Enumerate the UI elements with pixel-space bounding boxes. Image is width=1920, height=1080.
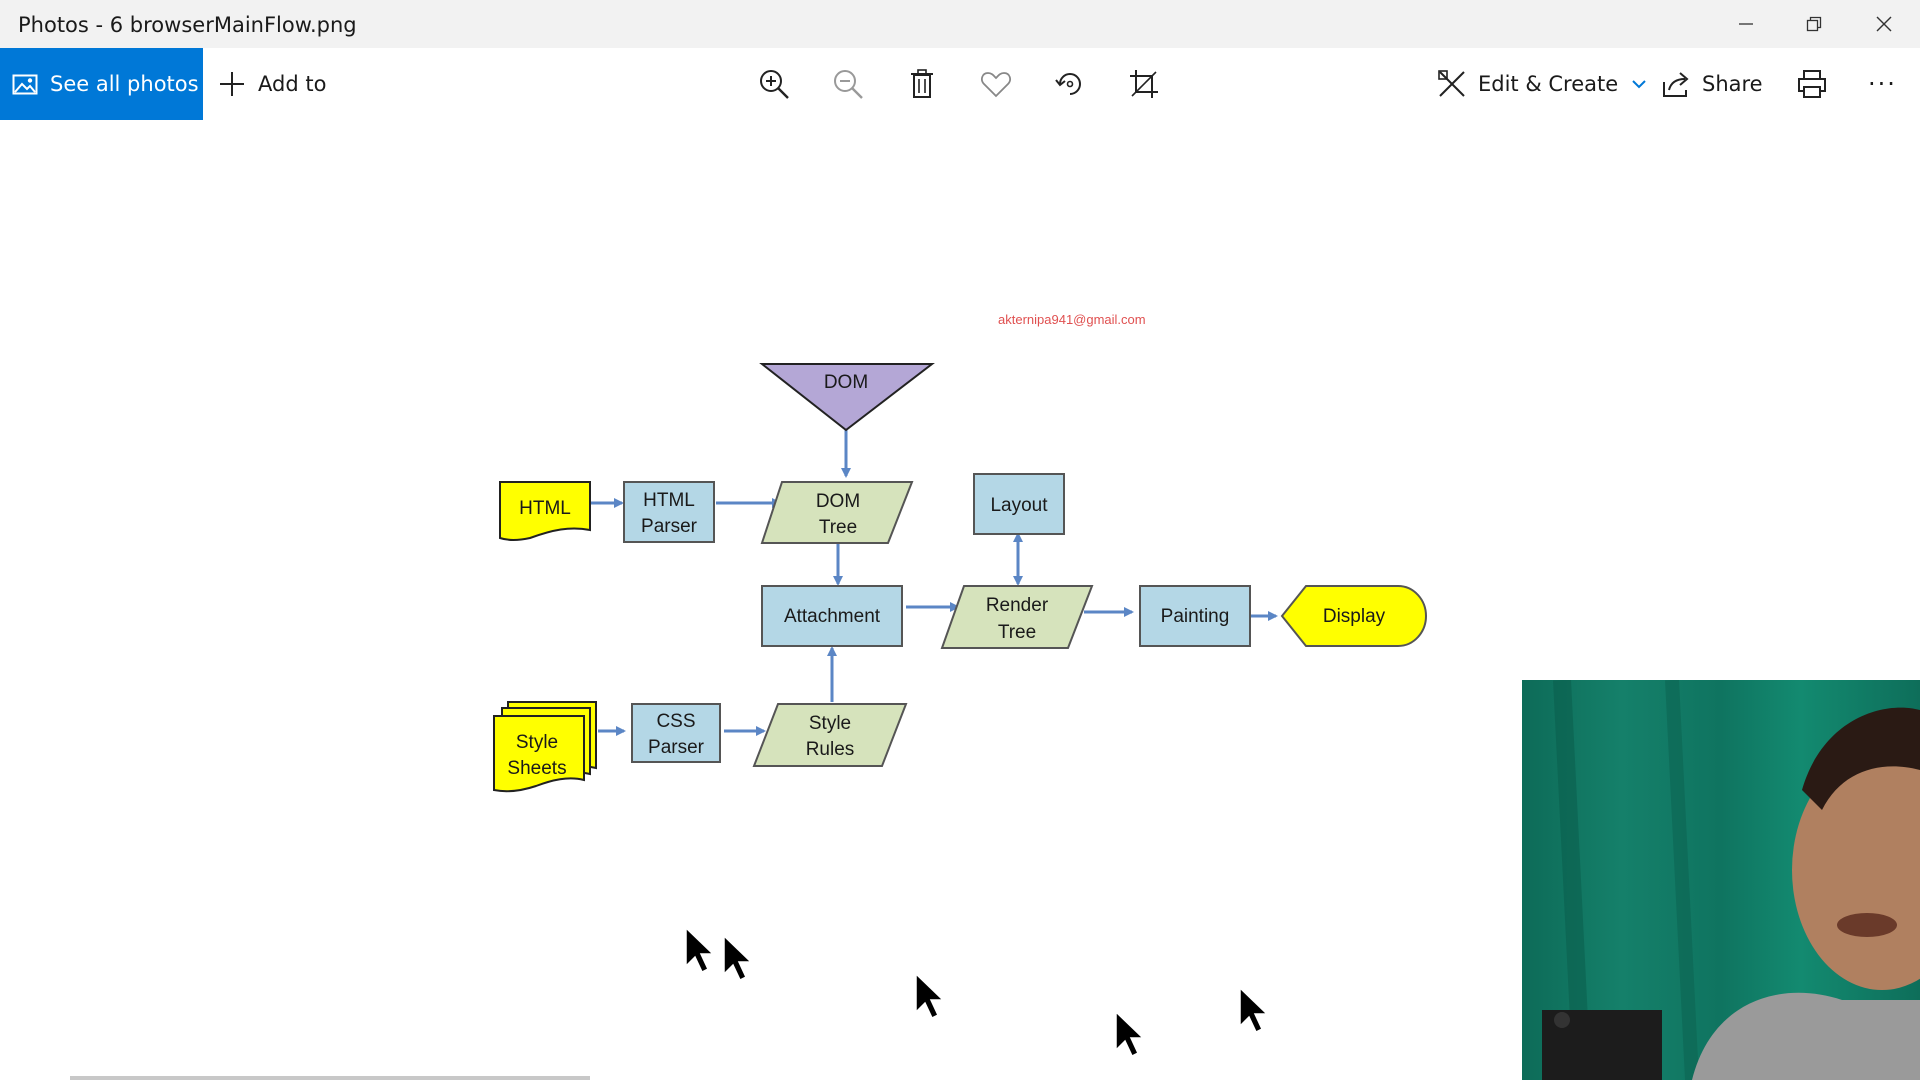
print-icon [1798,70,1826,98]
see-all-photos-button[interactable]: See all photos [0,48,203,120]
share-icon [1663,72,1689,97]
dom-tree-line1: DOM [816,491,860,512]
style-rules-line1: Style [809,713,851,734]
see-all-label: See all photos [50,72,199,96]
zoom-in-icon [760,70,789,99]
dom-tree-line2: Tree [819,517,857,538]
display-label: Display [1323,606,1386,627]
add-to-label: Add to [258,72,327,96]
cursor-icon [685,926,715,974]
chevron-down-icon [1632,80,1646,89]
style-rules-shape [752,703,908,767]
css-parser-box [631,703,721,763]
cursor-icon [723,934,753,982]
cursor-icon [1115,1010,1145,1058]
crop-icon [1130,70,1158,98]
more-label: ··· [1868,70,1897,98]
render-tree-shape [940,585,1094,649]
plus-icon [220,72,244,96]
html-label: HTML [519,498,571,519]
html-document-shape [499,481,591,541]
cursor-icon [915,972,945,1020]
minimize-button[interactable] [1712,0,1780,48]
edit-create-label: Edit & Create [1478,72,1619,96]
minimize-icon [1739,23,1753,25]
share-label: Share [1702,72,1763,96]
html-parser-line1: HTML [643,490,695,511]
mouse-cursors [685,926,1269,1058]
add-to-button[interactable]: Add to [218,48,326,120]
favorite-button[interactable] [974,62,1018,106]
restore-icon [1806,16,1822,32]
style-rules-line2: Rules [806,739,855,760]
display-shape [1280,585,1428,647]
cursor-icon [1239,986,1269,1034]
edit-create-icon-wrap[interactable] [1430,62,1474,106]
attachment-label: Attachment [784,606,881,627]
delete-icon [911,69,933,98]
presenter-image [1542,680,1920,1080]
edit-create-button[interactable]: Edit & Create [1478,48,1646,120]
dom-shape [759,363,935,432]
render-tree-line2: Tree [998,622,1036,643]
print-button[interactable] [1790,62,1834,106]
dom-tree-shape [760,481,914,544]
style-sheets-line2: Sheets [507,758,566,779]
css-parser-line2: Parser [648,737,705,758]
close-button[interactable] [1850,0,1918,48]
layout-box [973,473,1065,535]
delete-button[interactable] [900,62,944,106]
painting-box [1139,585,1251,647]
rotate-icon [1055,73,1081,95]
zoom-out-icon [834,70,863,99]
webcam-overlay [1522,680,1920,1080]
attachment-box [761,585,903,647]
diagram-arrows [590,430,1278,736]
share-icon-wrap[interactable] [1654,62,1698,106]
painting-label: Painting [1161,606,1230,627]
photos-icon [12,74,38,95]
restore-button[interactable] [1780,0,1848,48]
layout-label: Layout [990,495,1048,516]
rotate-button[interactable] [1048,62,1092,106]
style-sheets-shape [493,701,597,793]
favorite-icon [981,72,1011,98]
crop-button[interactable] [1122,62,1166,106]
window-title: Photos - 6 browserMainFlow.png [18,13,357,37]
css-parser-line1: CSS [656,711,695,732]
edit-create-icon [1438,70,1465,97]
title-bar: Photos - 6 browserMainFlow.png [0,0,1920,48]
zoom-in-button[interactable] [752,62,796,106]
toolbar: See all photos Add to [0,48,1920,120]
zoom-out-button[interactable] [826,62,870,106]
html-parser-line2: Parser [641,516,698,537]
style-sheets-line1: Style [516,732,558,753]
dom-label: DOM [824,372,868,393]
close-icon [1876,16,1892,32]
more-button[interactable]: ··· [1868,48,1897,120]
render-tree-line1: Render [986,595,1049,616]
html-parser-box [623,481,715,543]
share-button[interactable]: Share [1702,48,1763,120]
horizontal-scrollbar[interactable] [70,1076,590,1080]
watermark-email: akternipa941@gmail.com [998,312,1146,327]
